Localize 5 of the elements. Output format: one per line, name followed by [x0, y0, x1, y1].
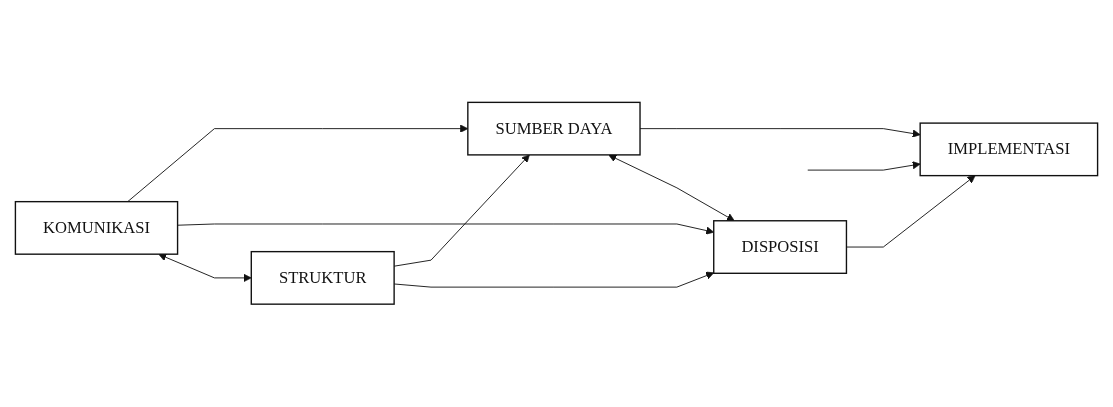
node-box: IMPLEMENTASI: [919, 122, 1099, 177]
node-box: KOMUNIKASI: [14, 201, 179, 256]
node-box: DISPOSISI: [713, 220, 848, 275]
node-box: STRUKTUR: [250, 251, 395, 306]
node-box: SUMBER DAYA: [467, 101, 641, 156]
